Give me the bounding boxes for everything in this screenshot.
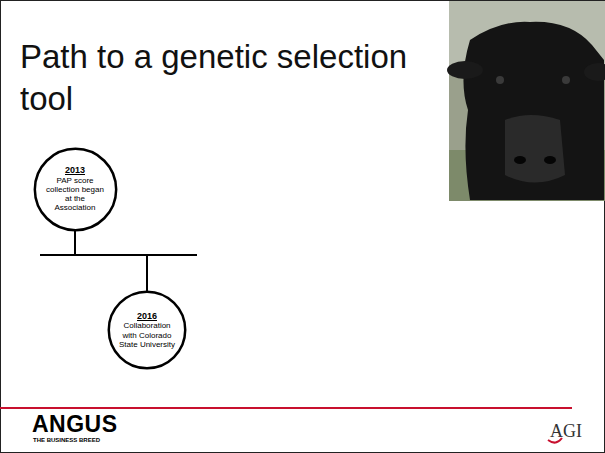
year-label: 2013 [45, 165, 105, 175]
milestone-text: Collaboration with Colorado State Univer… [117, 321, 177, 349]
timeline-connector [75, 231, 147, 292]
agi-logo: AGI [550, 421, 582, 442]
brand-logo: ANGUS [32, 411, 118, 438]
slide-title: Path to a genetic selection tool [20, 36, 440, 120]
circle-text: 2013PAP score collection began at the As… [45, 165, 105, 212]
footer-rule [0, 407, 572, 409]
year-label: 2016 [117, 311, 177, 321]
circle-text: 2016Collaboration with Colorado State Un… [117, 311, 177, 349]
cow-photo [447, 1, 605, 201]
brand-tagline: THE BUSINESS BREED [33, 437, 100, 443]
milestone-text: PAP score collection began at the Associ… [45, 176, 105, 213]
timeline-circle: 2013PAP score collection began at the As… [34, 148, 117, 231]
timeline-circle: 2016Collaboration with Colorado State Un… [108, 291, 186, 369]
